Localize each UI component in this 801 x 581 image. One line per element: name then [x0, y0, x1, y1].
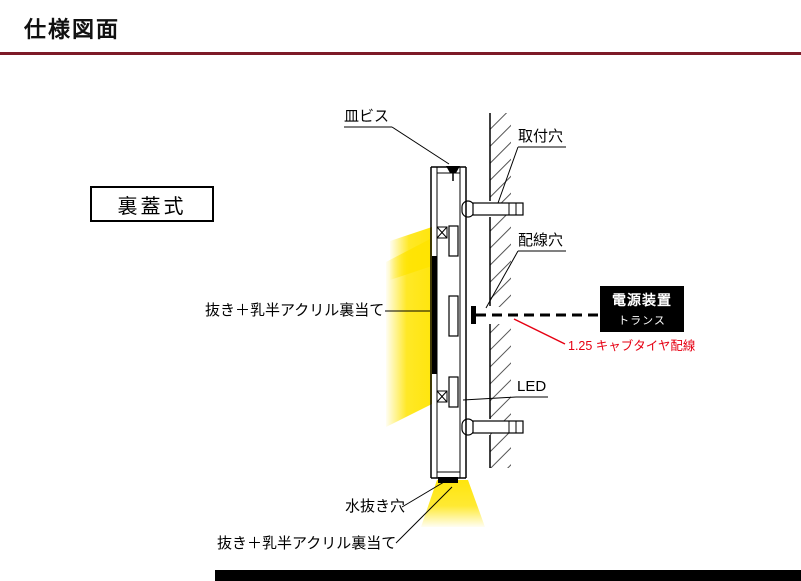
- wall-hatching: [490, 113, 511, 468]
- face-screw-lower: [436, 390, 448, 403]
- leader-lines: [344, 126, 566, 544]
- leader-wiring-hole: [485, 250, 519, 309]
- wall: [486, 113, 516, 468]
- power-unit-box: 電源装置 トランス: [600, 286, 684, 332]
- countersunk-screw: [446, 166, 460, 181]
- acrylic-face: [432, 256, 437, 374]
- leader-countersunk-screw: [391, 126, 450, 165]
- glow-beam-main: [386, 238, 432, 427]
- label-acrylic-backing-bottom: 抜き＋乳半アクリル裏当て: [217, 535, 397, 552]
- label-cabtire-wiring: 1.25 キャブタイヤ配線: [568, 339, 696, 353]
- page-title: 仕様図面: [24, 17, 121, 42]
- label-acrylic-backing-left: 抜き＋乳半アクリル裏当て: [205, 302, 385, 319]
- header-rule: [0, 52, 801, 55]
- led-module: [448, 295, 459, 337]
- power-unit-name: 電源装置: [612, 292, 672, 308]
- drain-hole: [438, 477, 458, 483]
- leader-led: [462, 396, 517, 401]
- leader-drain-hole: [401, 481, 445, 508]
- label-mounting-hole: 取付穴: [518, 128, 564, 145]
- glow-beam-bottom: [421, 480, 485, 527]
- sign-body: [430, 166, 476, 483]
- led-module: [448, 376, 459, 408]
- power-unit-sub: トランス: [618, 315, 666, 327]
- label-countersunk-screw: 皿ビス: [344, 108, 390, 125]
- wire-terminal: [471, 306, 476, 324]
- footer-bar: [215, 570, 801, 581]
- mounting-bolt-bottom: [461, 418, 524, 436]
- mounting-bolt-top: [461, 200, 524, 218]
- label-wiring-hole: 配線穴: [518, 232, 564, 249]
- leader-acrylic-bottom: [395, 486, 453, 544]
- led-module: [448, 225, 459, 257]
- leader-mounting-hole: [497, 146, 519, 204]
- face-screw-upper: [436, 226, 448, 239]
- label-led: LED: [517, 378, 547, 395]
- type-badge: 裏蓋式: [90, 186, 214, 222]
- label-drain-hole: 水抜き穴: [345, 498, 406, 515]
- cabtire-leader: [513, 318, 566, 345]
- light-glow: [386, 227, 485, 527]
